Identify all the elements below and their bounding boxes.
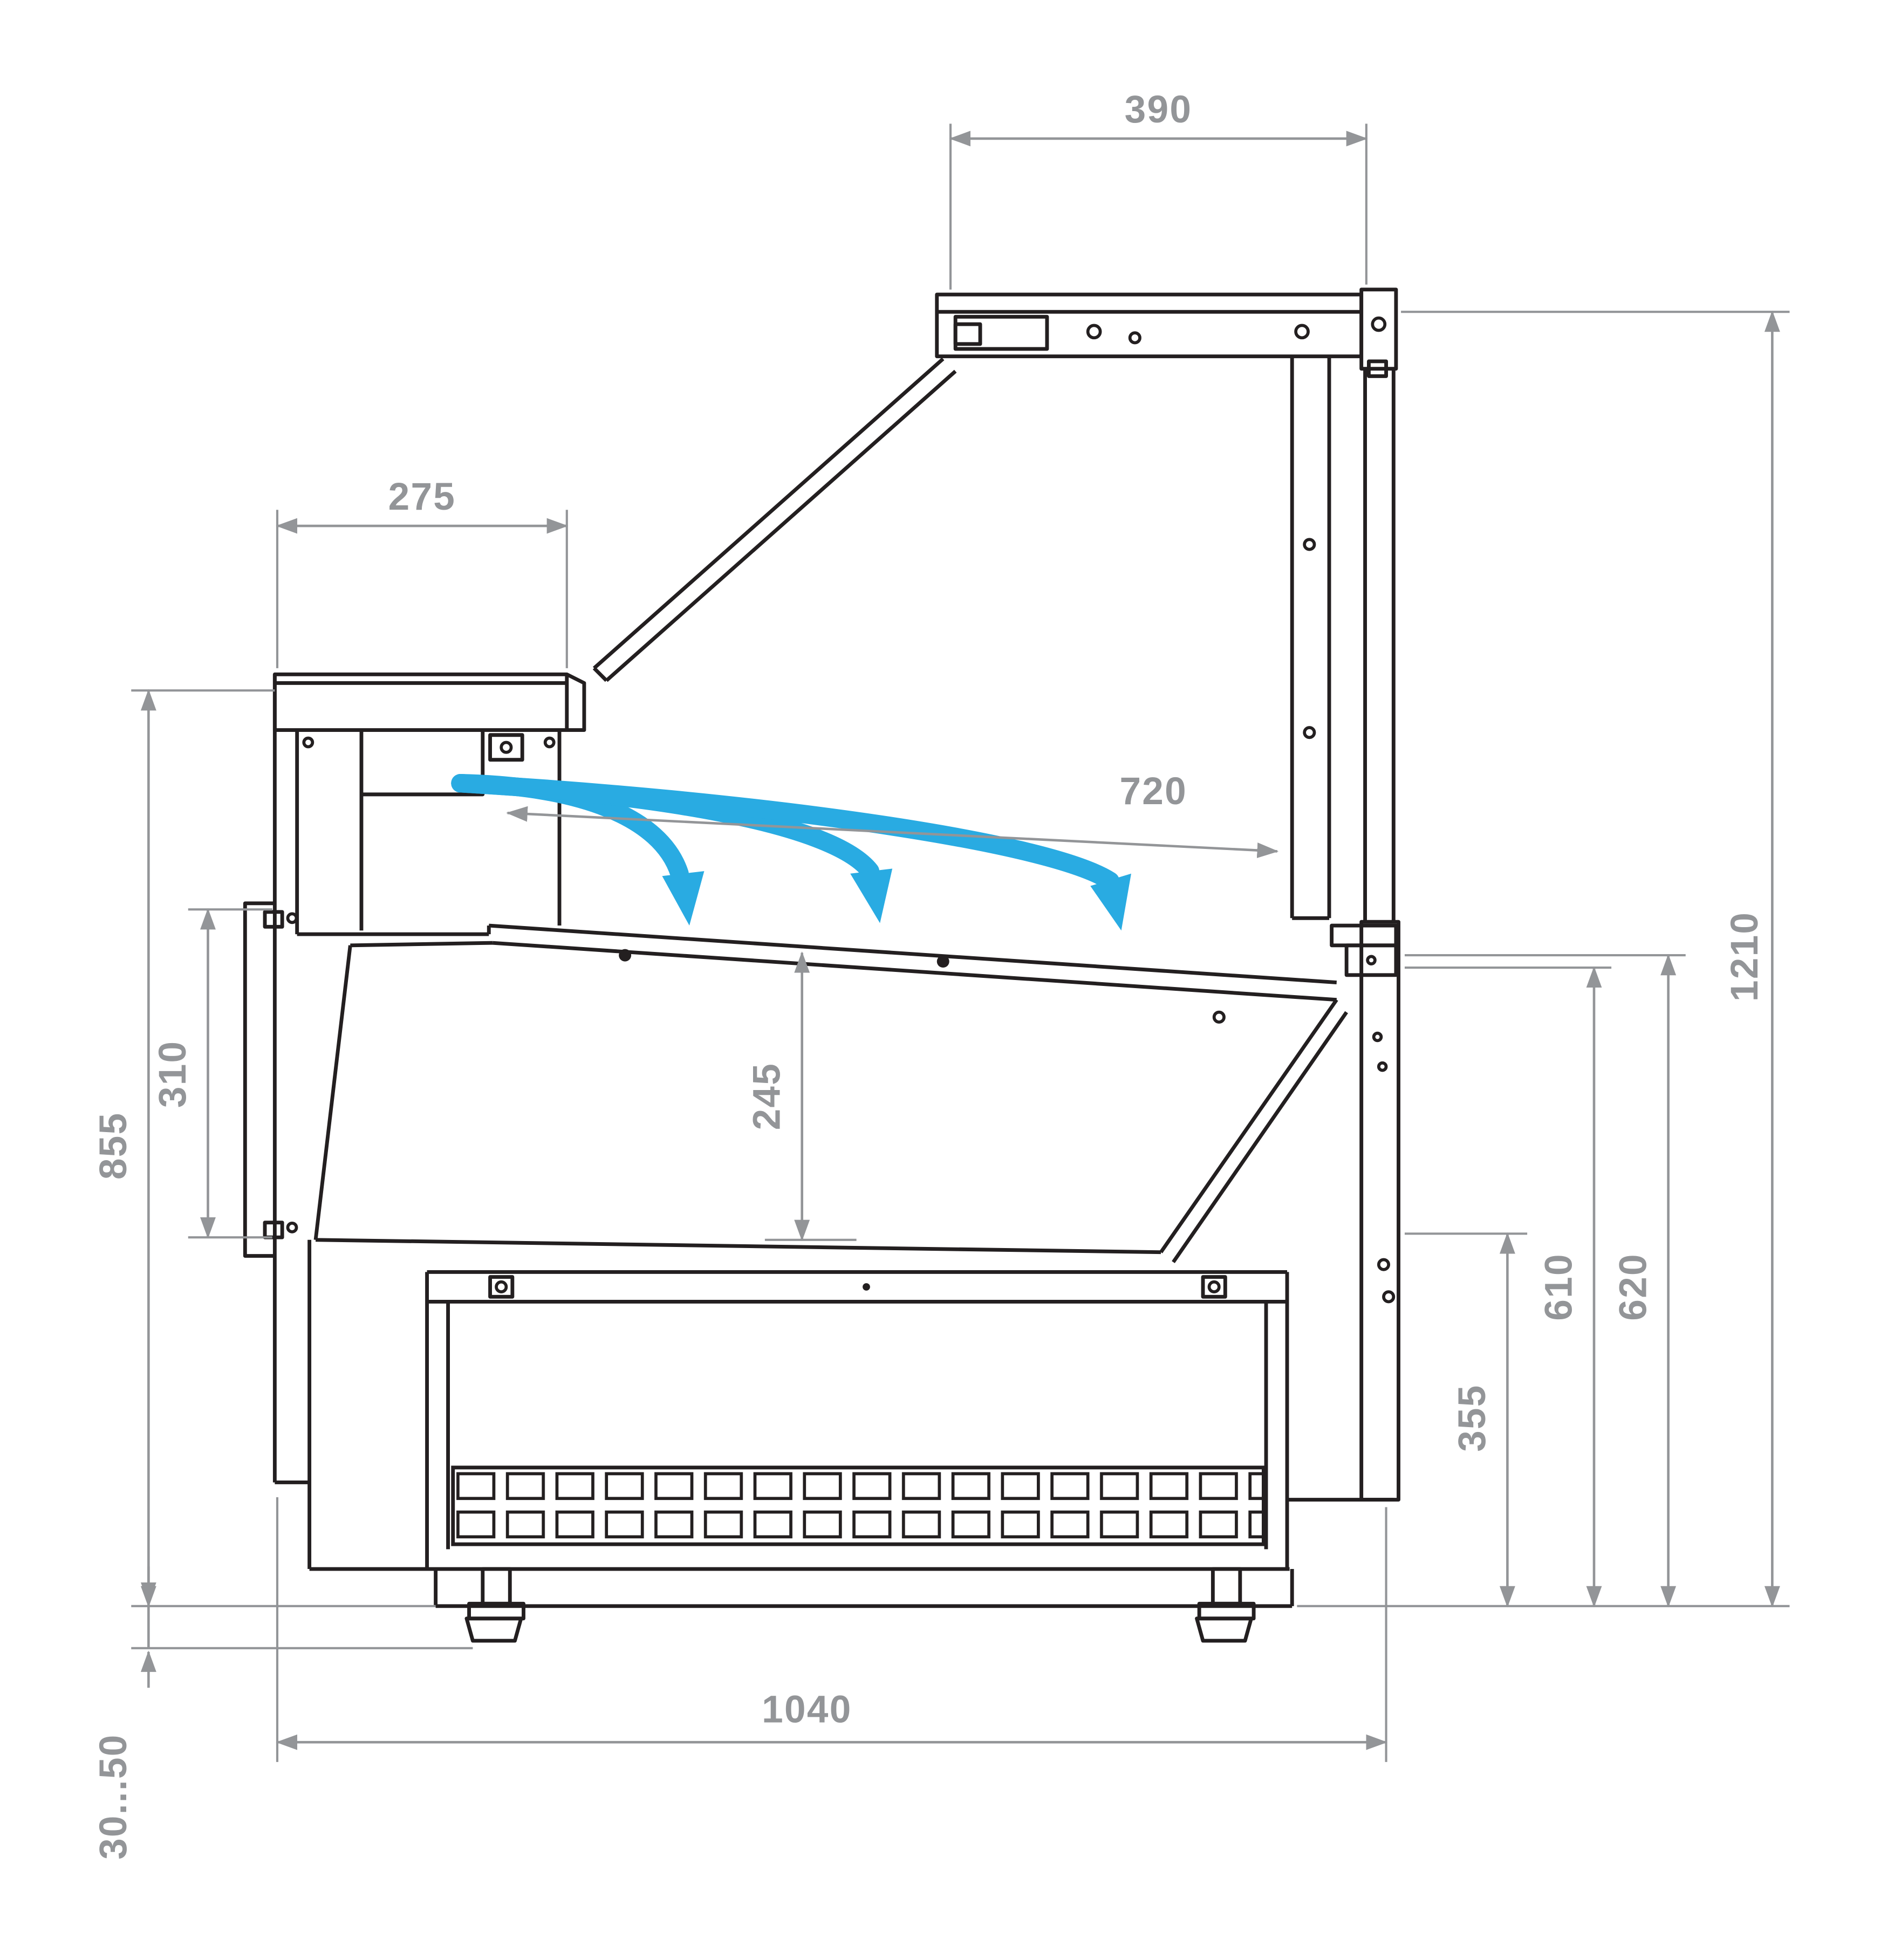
ventilation-grille [451, 1465, 1266, 1546]
dim-label-245: 245 [746, 1063, 788, 1130]
airflow-arrowhead [1090, 873, 1131, 931]
adjustable-foot [464, 1567, 525, 1643]
dim-label-390: 390 [1125, 88, 1193, 131]
dim-label-275: 275 [388, 476, 456, 518]
right-wall [1287, 368, 1400, 1502]
right-glass-panel [1290, 356, 1331, 920]
dim-rear-height: 855 [92, 689, 436, 1608]
display-deck [489, 923, 1337, 1002]
dim-label-30-50: 30...50 [92, 1733, 135, 1860]
dim-label-310: 310 [152, 1040, 194, 1108]
left-wall [243, 674, 310, 1484]
dim-top-canopy-width: 390 [949, 88, 1368, 290]
dim-overall-height: 1210 [1297, 310, 1790, 1608]
adjustable-feet [464, 1567, 1256, 1643]
dim-well-depth: 245 [746, 951, 857, 1242]
dim-rear-counter-depth: 275 [276, 476, 569, 668]
rear-counter [272, 672, 586, 936]
front-glass [592, 357, 957, 682]
canopy [935, 287, 1398, 378]
dim-label-720: 720 [1119, 770, 1187, 813]
base-unit [307, 1239, 1294, 1608]
dim-display-deck-depth: 720 [506, 770, 1279, 858]
dim-label-355: 355 [1451, 1384, 1494, 1452]
dim-label-855: 855 [92, 1112, 135, 1180]
airflow-arrowhead [850, 868, 893, 923]
dimension-annotations: 390 275 720 1210 855 [92, 88, 1790, 1860]
dim-front-lower-height: 355 [1404, 1232, 1528, 1608]
dim-label-610: 610 [1538, 1253, 1581, 1321]
storage-well [313, 941, 1348, 1264]
dim-front-inner-height: 610 [1404, 966, 1612, 1608]
dim-leg-adjustment: 30...50 [92, 1566, 473, 1860]
airflow-arrowhead [662, 871, 705, 926]
adjustable-foot [1195, 1567, 1256, 1643]
dim-left-panel-height: 310 [152, 908, 272, 1239]
dim-base-depth: 1040 [276, 1497, 1388, 1762]
dim-label-1210: 1210 [1724, 912, 1766, 1002]
dim-label-620: 620 [1612, 1253, 1654, 1321]
dim-front-glass-height: 620 [1404, 954, 1686, 1608]
dim-label-1040: 1040 [762, 1689, 852, 1731]
